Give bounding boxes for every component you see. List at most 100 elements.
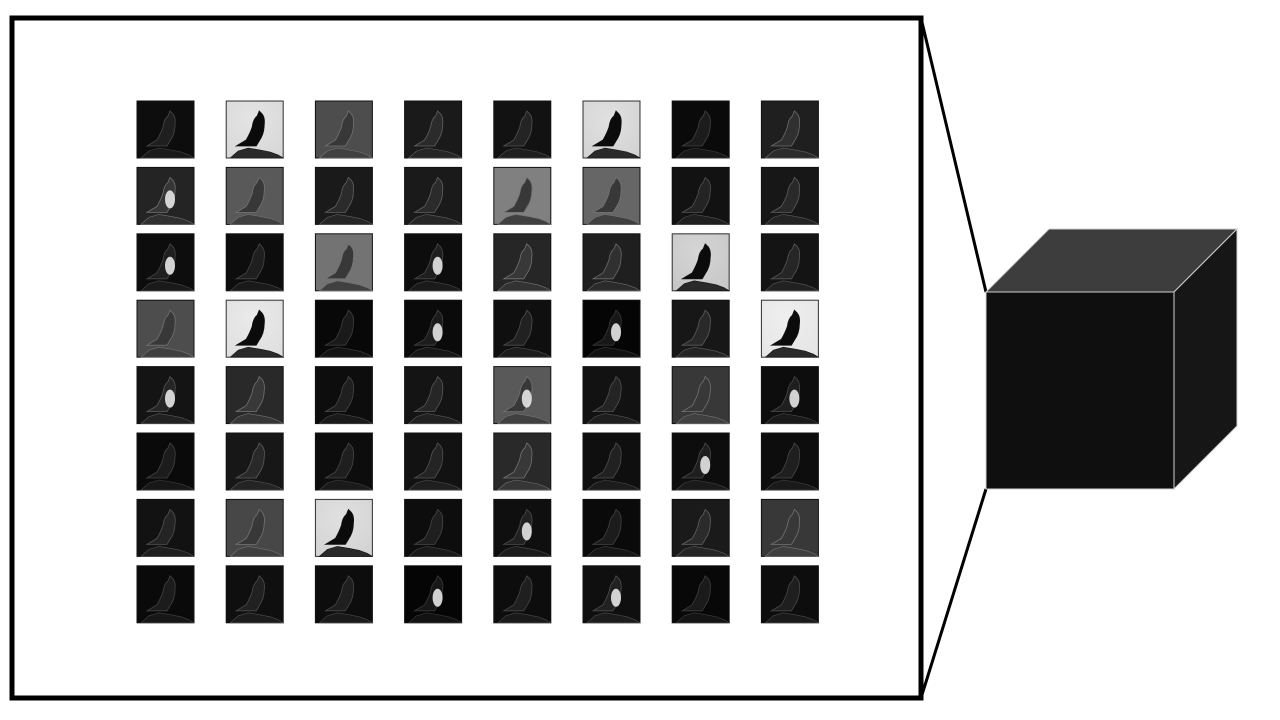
feature-map-tile [314,432,374,491]
feature-map-tile [493,100,552,159]
bird-silhouette-icon [145,442,176,479]
feature-map-tile [314,233,374,292]
feature-map-tile [136,166,196,225]
bird-silhouette-icon [234,176,265,213]
connector-line-top [919,17,988,293]
feature-map-tile [136,432,196,491]
bird-silhouette-icon [769,442,801,479]
bird-silhouette-icon [145,575,176,612]
feature-map-tile [493,432,552,491]
bird-silhouette-icon [680,309,711,346]
perch-branch [586,479,642,491]
perch-branch [764,413,820,424]
feature-map-tile [493,299,552,358]
perch-branch [140,479,196,491]
feature-map-tile [760,565,820,624]
perch-branch [229,546,285,557]
perch-branch [586,147,642,159]
feature-map-tile [404,498,463,557]
tile-background [225,366,284,425]
feature-map-tile [225,498,285,557]
bird-silhouette-icon [323,309,355,346]
perch-branch [586,612,642,624]
perch-branch [140,214,196,225]
chest-highlight [165,190,175,209]
feature-map-tile [582,498,642,557]
feature-map-tile [760,498,820,557]
bird-silhouette-icon [769,243,801,280]
feature-map-tile [136,299,196,358]
perch-branch [318,214,374,225]
bird-silhouette-icon [413,176,444,213]
bird-silhouette-icon [502,442,533,479]
perch-branch [497,413,552,424]
perch-branch [586,546,642,557]
perch-branch [229,479,285,491]
perch-branch [764,479,820,491]
feature-map-tile [582,432,642,491]
perch-branch [764,546,820,557]
feature-map-tile [582,565,642,624]
bird-silhouette-icon [502,309,533,346]
perch-branch [586,413,642,424]
perch-branch [229,214,285,225]
feature-map-tile [404,166,463,225]
perch-branch [318,546,374,557]
perch-branch [497,479,552,491]
bird-silhouette-icon [502,176,533,213]
perch-branch [586,214,642,225]
perch-branch [229,346,285,358]
bird-silhouette-icon [413,442,444,479]
feature-map-tile [582,299,642,358]
perch-branch [229,280,285,292]
perch-branch [764,214,820,225]
perch-branch [675,214,731,225]
feature-map-tile [314,565,374,624]
perch-branch [407,546,463,557]
bird-silhouette-icon [680,375,711,413]
chest-highlight [700,456,711,474]
feature-map-tile [225,299,285,358]
perch-branch [407,479,463,491]
feature-map-tile [671,366,731,425]
feature-map-tile [404,233,463,292]
perch-branch [140,147,196,159]
bird-silhouette-icon [413,508,444,545]
bird-silhouette-icon [769,110,801,147]
perch-branch [675,413,731,424]
perch-branch [140,346,196,358]
chest-highlight [789,389,800,408]
bird-silhouette-icon [769,508,801,545]
chest-highlight [521,389,532,408]
perch-branch [675,612,731,624]
bird-silhouette-icon [234,309,265,346]
bird-silhouette-icon [680,508,711,545]
feature-map-tile [404,299,463,358]
bird-silhouette-icon [234,508,265,545]
feature-map-tile [760,100,820,159]
feature-map-tile [225,565,285,624]
bird-silhouette-icon [591,110,622,147]
bird-silhouette-icon [323,176,355,213]
bird-silhouette-icon [591,375,622,413]
bird-silhouette-icon [680,110,711,147]
feature-map-tile [225,432,285,491]
feature-map-tile [760,233,820,292]
bird-silhouette-icon [680,176,711,213]
perch-branch [318,413,374,424]
bird-silhouette-icon [680,243,711,280]
feature-map-tile [582,166,642,225]
perch-branch [407,612,463,624]
bird-silhouette-icon [145,508,176,545]
tile-background [582,366,641,425]
bird-silhouette-icon [234,575,265,612]
feature-map-tile [760,366,820,425]
perch-branch [140,413,196,424]
perch-branch [407,147,463,159]
perch-branch [764,147,820,159]
perch-branch [675,479,731,491]
feature-map-tile [582,100,642,159]
feature-map-tile [225,166,285,225]
perch-branch [497,147,552,159]
